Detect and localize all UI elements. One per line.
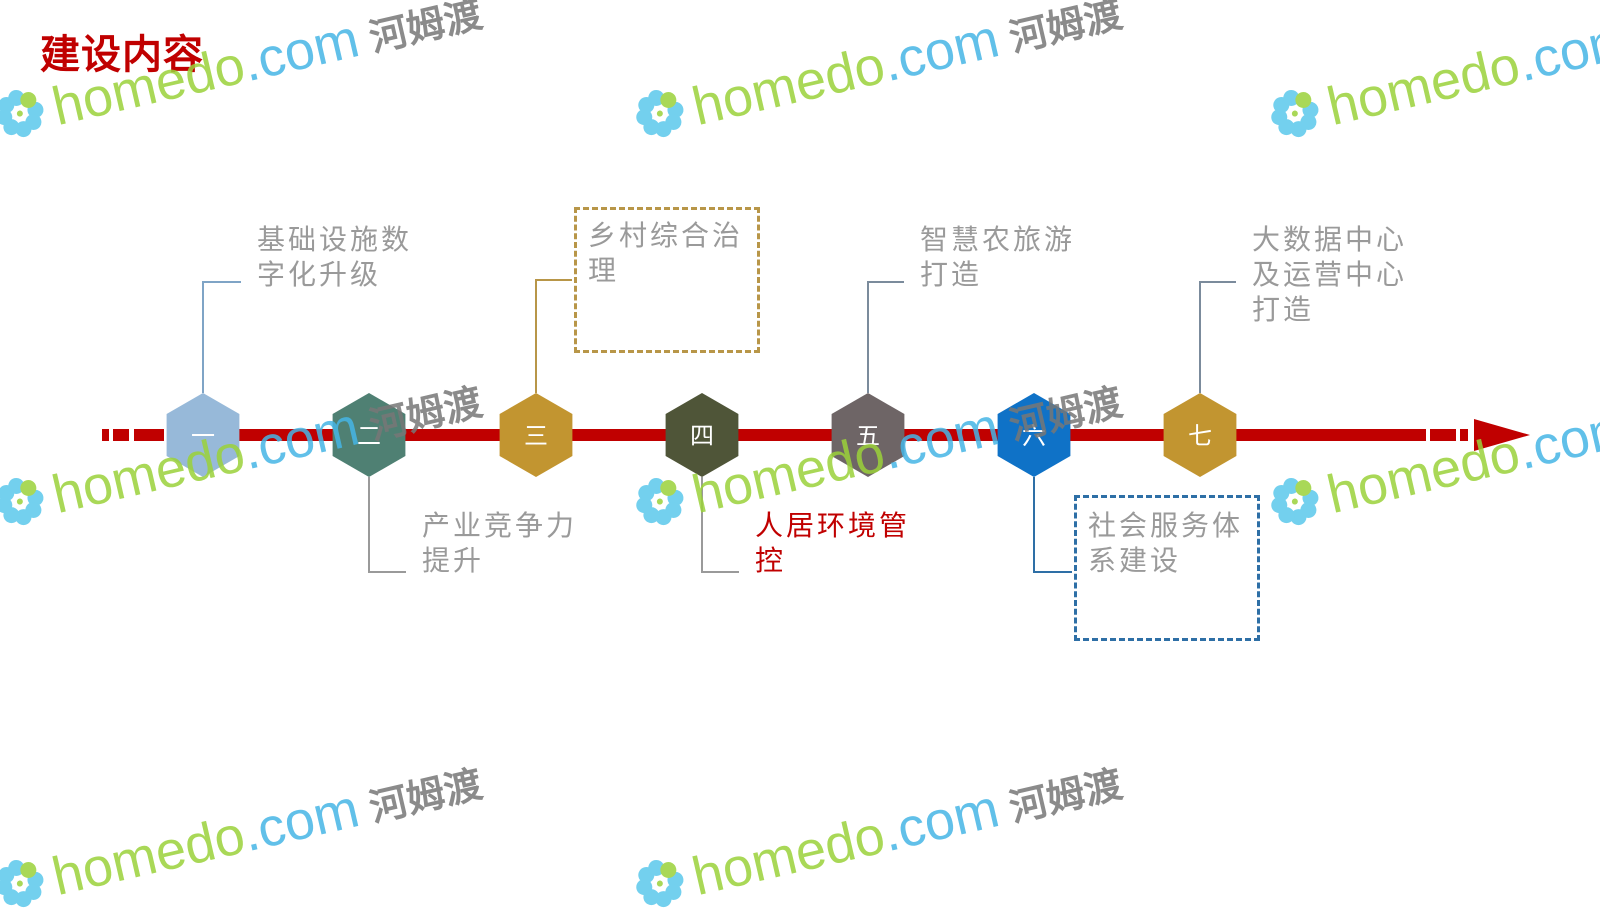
step-number: 五 bbox=[856, 422, 880, 450]
step-node-2: 二 bbox=[332, 393, 406, 477]
step-node-6: 六 bbox=[997, 393, 1071, 477]
connector-line-5 bbox=[867, 281, 904, 393]
step-label-line: 字化升级 bbox=[257, 258, 382, 291]
timeline-arrow bbox=[102, 419, 1530, 451]
step-label-line: 智慧农旅游 bbox=[920, 223, 1076, 256]
step-label-7: 大数据中心及运营中心打造 bbox=[1252, 222, 1407, 327]
step-label-1: 基础设施数字化升级 bbox=[257, 222, 412, 292]
dashed-box-3 bbox=[574, 207, 760, 353]
step-node-5: 五 bbox=[831, 393, 905, 477]
step-node-4: 四 bbox=[665, 393, 739, 477]
step-number: 一 bbox=[191, 422, 215, 450]
arrowhead-icon bbox=[1474, 419, 1530, 451]
step-label-line: 理 bbox=[588, 254, 620, 287]
connector-line-4 bbox=[701, 477, 739, 573]
step-node-7: 七 bbox=[1163, 393, 1237, 477]
step-label-line: 人居环境管 bbox=[755, 509, 911, 542]
step-label-line: 大数据中心 bbox=[1252, 223, 1408, 256]
step-number: 七 bbox=[1188, 422, 1212, 450]
step-number: 四 bbox=[690, 422, 714, 450]
step-label-line: 打造 bbox=[920, 258, 983, 291]
step-label-line: 基础设施数 bbox=[257, 223, 413, 256]
step-number: 二 bbox=[357, 422, 381, 450]
step-label-line: 控 bbox=[755, 544, 787, 577]
step-label-line: 及运营中心 bbox=[1252, 258, 1408, 291]
dashed-box-6 bbox=[1074, 495, 1260, 641]
connector-line-7 bbox=[1199, 281, 1236, 393]
step-number: 三 bbox=[524, 422, 548, 450]
connector-line-2 bbox=[368, 477, 406, 573]
timeline-diagram: 一二三四五六七 bbox=[102, 279, 1530, 573]
connector-line-3 bbox=[535, 279, 572, 393]
step-label-line: 提升 bbox=[422, 544, 485, 577]
step-label-line: 打造 bbox=[1252, 293, 1315, 326]
step-label-line: 产业竞争力 bbox=[422, 509, 578, 542]
page-title: 建设内容 bbox=[40, 32, 204, 78]
step-label-6: 社会服务体系建设 bbox=[1088, 508, 1243, 578]
connector-line-1 bbox=[202, 281, 241, 393]
step-label-2: 产业竞争力提升 bbox=[422, 508, 577, 578]
step-label-line: 社会服务体 bbox=[1088, 509, 1244, 542]
step-label-line: 乡村综合治 bbox=[588, 219, 744, 252]
step-label-3: 乡村综合治理 bbox=[588, 218, 743, 288]
connector-line-6 bbox=[1033, 477, 1072, 573]
step-label-line: 系建设 bbox=[1088, 544, 1182, 577]
step-label-5: 智慧农旅游打造 bbox=[920, 222, 1075, 292]
step-node-1: 一 bbox=[166, 393, 240, 477]
step-label-4: 人居环境管控 bbox=[755, 508, 910, 578]
step-number: 六 bbox=[1022, 422, 1046, 450]
step-node-3: 三 bbox=[499, 393, 573, 477]
